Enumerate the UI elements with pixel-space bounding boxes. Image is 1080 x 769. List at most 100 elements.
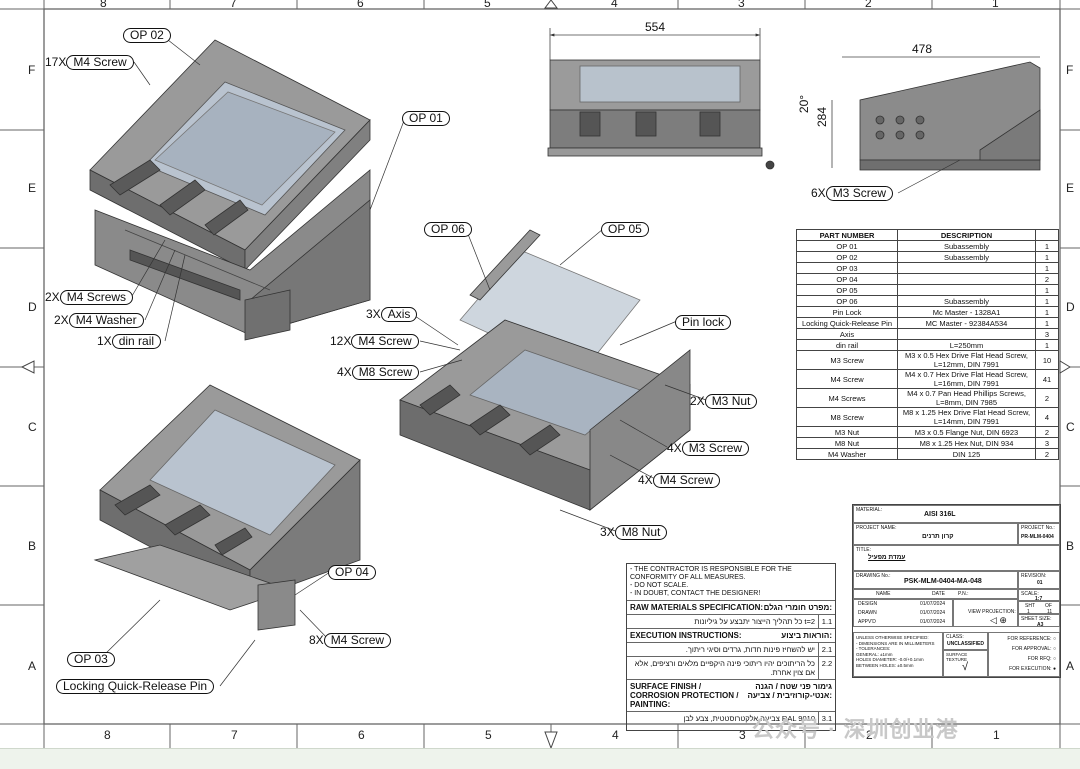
project-value: קרון תרנים xyxy=(922,533,954,540)
raw-materials-title-he: מפרט חומרי הגלם: xyxy=(763,603,832,612)
bom-cell-qty: 1 xyxy=(1035,317,1059,329)
callout-op02: OP 02 xyxy=(123,28,171,43)
tol-general-value: ±1mm xyxy=(880,651,893,657)
radio-reference-icon[interactable]: ○ xyxy=(1052,636,1056,642)
radio-approval-icon[interactable]: ○ xyxy=(1052,646,1056,652)
zone-top-6: 6 xyxy=(357,0,364,10)
callout-op05: OP 05 xyxy=(601,222,649,237)
zone-top-3: 3 xyxy=(738,0,745,10)
tol-between-label: BETWEEN HOLES: xyxy=(856,662,897,668)
zone-right-C: C xyxy=(1066,420,1075,434)
bom-cell-part: OP 05 xyxy=(796,284,898,296)
title-block: MATERIAL:AISI 316L PROJECT NAME:קרון תרנ… xyxy=(852,504,1061,678)
pn-label: P.N.: xyxy=(958,591,969,597)
revision-value: 01 xyxy=(1037,580,1043,586)
zone-left-B: B xyxy=(28,539,37,553)
bom-cell-qty: 10 xyxy=(1035,350,1059,370)
bom-cell-qty: 1 xyxy=(1035,284,1059,296)
surface-item-1-num: 3.1 xyxy=(818,712,835,725)
bom-header-qty xyxy=(1035,229,1059,241)
bom-cell-desc: M8 x 1.25 Hex Nut, DIN 934 xyxy=(897,437,1036,449)
material-value: AISI 316L xyxy=(924,511,956,518)
purpose-reference: FOR REFERENCE: xyxy=(1007,636,1052,642)
watermark: 公众号 · 深圳创业港 xyxy=(752,717,959,742)
bom-cell-part: M4 Screw xyxy=(796,369,898,389)
tol-between-value: ±0.5mm xyxy=(897,662,914,668)
zone-right-E: E xyxy=(1066,181,1075,195)
surface-texture-icon: √ xyxy=(962,661,969,673)
exec-item-1-num: 2.1 xyxy=(818,643,835,656)
revision-label: REVISION: xyxy=(1021,573,1047,579)
zone-bottom-5: 5 xyxy=(485,728,492,742)
zone-bottom-1: 1 xyxy=(993,728,1000,742)
zone-top-8: 8 xyxy=(100,0,107,10)
zone-bottom-8: 8 xyxy=(104,728,111,742)
bom-cell-part: din rail xyxy=(796,339,898,351)
bom-cell-qty: 1 xyxy=(1035,295,1059,307)
radio-execution-icon[interactable]: ● xyxy=(1052,666,1056,672)
note-disclaimer-2: - DO NOT SCALE. xyxy=(630,582,689,589)
design-date: 01/07/2024 xyxy=(920,601,946,607)
apprvd-label: APPV'D xyxy=(858,619,876,625)
dims-in-mm: - DIMENSIONS ARE IN MILLIMETERS xyxy=(856,640,935,646)
bom-cell-part: M4 Screws xyxy=(796,388,898,408)
bom-cell-part: Pin Lock xyxy=(796,306,898,318)
sheet-value: 1 xyxy=(1027,609,1030,615)
iso-view-assembly-exploded-1 xyxy=(89,39,371,341)
zone-bottom-3: 3 xyxy=(739,728,746,742)
bom-cell-desc xyxy=(897,273,1036,285)
note-disclaimer-3: - IN DOUBT, CONTACT THE DESIGNER! xyxy=(630,590,761,597)
bom-cell-desc: M8 x 1.25 Hex Drive Flat Head Screw, L=1… xyxy=(897,407,1036,427)
bom-cell-part: OP 06 xyxy=(796,295,898,307)
zone-right-A: A xyxy=(1066,659,1075,673)
bom-cell-qty: 1 xyxy=(1035,306,1059,318)
dim-width-front: 554 xyxy=(645,20,666,34)
bom-cell-desc: MC Master - 92384A534 xyxy=(897,317,1036,329)
bom-cell-qty: 1 xyxy=(1035,240,1059,252)
bom-cell-desc: Subassembly xyxy=(897,295,1036,307)
bom-cell-desc: M3 x 0.5 Flange Nut, DIN 6923 xyxy=(897,426,1036,438)
tol-holes-value: -0.0/+0.1mm xyxy=(898,657,924,662)
tolerances-label: - TOLERANCES: xyxy=(856,646,891,651)
purpose-execution: FOR EXECUTION: xyxy=(1009,666,1052,672)
bom-header-desc: DESCRIPTION xyxy=(897,229,1036,241)
callout-op04: OP 04 xyxy=(328,565,376,580)
bom-cell-qty: 3 xyxy=(1035,328,1059,340)
execution-title: EXECUTION INSTRUCTIONS: xyxy=(630,631,742,640)
bom-row: OP 05 1 xyxy=(796,284,1059,296)
radio-rfq-icon[interactable]: ○ xyxy=(1052,656,1056,662)
zone-bottom-7: 7 xyxy=(231,728,238,742)
surface-title: SURFACE FINISH / CORROSION PROTECTION / … xyxy=(630,682,739,709)
note-disclaimer-1: - THE CONTRACTOR IS RESPONSIBLE FOR THE … xyxy=(630,566,792,581)
callout-locking-quick-release-pin: Locking Quick-Release Pin xyxy=(56,679,215,694)
bom-cell-part: OP 01 xyxy=(796,240,898,252)
bom-header-part: PART NUMBER xyxy=(796,229,898,241)
zone-top-7: 7 xyxy=(230,0,237,10)
bom-cell-desc xyxy=(897,262,1036,274)
class-label: CLASS: xyxy=(946,634,964,640)
dim-height-side: 284 xyxy=(815,106,830,128)
project-label: PROJECT NAME: xyxy=(856,525,897,531)
zone-right-B: B xyxy=(1066,539,1075,553)
project-no-label: PROJECT No.: xyxy=(1021,525,1055,531)
callout-op03: OP 03 xyxy=(67,652,115,667)
surface-title-he: גימור פני שטח / הגנה אנטי-קורוזיבית / צב… xyxy=(747,682,832,700)
bom-cell-desc: M4 x 0.7 Pan Head Phillips Screws, L=8mm… xyxy=(897,388,1036,408)
bom-cell-desc: Subassembly xyxy=(897,251,1036,263)
